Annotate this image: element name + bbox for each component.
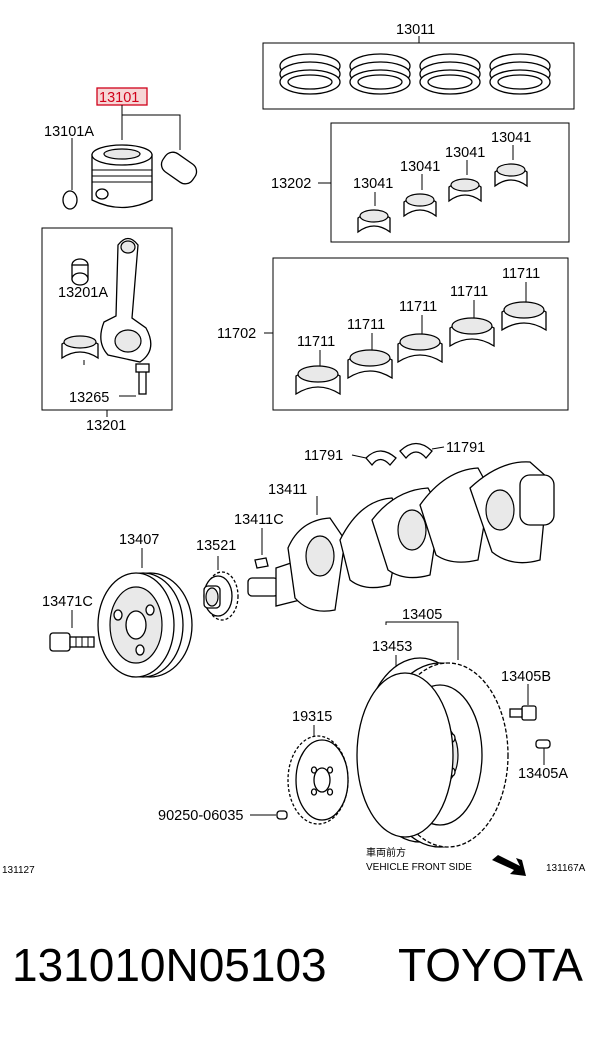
main-bearing-set [264,257,569,411]
ring-group-3 [419,53,481,95]
caption-bar: 131010N05103 TOYOTA [0,938,600,1018]
flywheel-assembly [356,621,509,848]
label-11711-a: 11711 [297,334,335,350]
label-11791-b: 11791 [446,440,485,456]
main-bearing-4 [449,317,495,348]
label-11711-c: 11711 [399,299,437,315]
vehicle-front-label-en: VEHICLE FRONT SIDE [366,862,472,873]
label-13265: 13265 [69,390,109,406]
label-11791-a: 11791 [304,448,343,464]
bearing-shell-1 [357,209,391,234]
dowel-pin [535,739,551,765]
ref-code-left: 131127 [2,865,35,876]
ring-group-4 [489,53,551,95]
flywheel-bolt [509,684,537,721]
crankshaft [247,461,555,612]
label-13521: 13521 [196,538,236,554]
bearing-shell-4 [494,163,528,188]
label-13405: 13405 [402,607,442,623]
label-11711-d: 11711 [450,284,488,300]
label-13101A: 13101A [44,124,94,140]
piston-assembly [62,87,198,210]
main-bearing-1 [295,365,341,396]
ring-group-1 [279,53,341,95]
label-13405B: 13405B [501,669,551,685]
crankshaft-pulley [97,548,193,678]
signal-rotor [287,725,349,825]
label-13201: 13201 [86,418,126,434]
ref-code-right: 131167A [546,863,586,874]
label-13453: 13453 [372,639,412,655]
label-13411: 13411 [268,482,307,498]
label-11711-e: 11711 [502,266,540,282]
conrod-bearing-set [318,122,570,243]
part-number-caption: 131010N05103 [12,939,327,991]
label-13041-a: 13041 [353,176,393,192]
label-13041-b: 13041 [400,159,440,175]
straight-pin [250,810,288,820]
label-13405A: 13405A [518,766,568,782]
main-bearing-2 [347,349,393,380]
label-11702: 11702 [217,326,256,342]
label-90250-06035: 90250-06035 [158,808,243,824]
thrust-washers [351,442,445,467]
piston-ring-set [262,36,575,110]
connecting-rod-assembly [41,227,173,417]
label-13471C: 13471C [42,594,93,610]
vehicle-front-arrow-icon [492,855,526,876]
ring-group-2 [349,53,411,95]
label-13041-c: 13041 [445,145,485,161]
vehicle-front-label-jp: 車両前方 [366,846,406,859]
bearing-shell-2 [403,193,437,218]
main-bearing-3 [397,333,443,364]
label-19315: 19315 [292,709,332,725]
label-13407: 13407 [119,532,159,548]
bearing-shell-3 [448,178,482,203]
pulley-bolt [49,610,95,652]
label-13101: 13101 [99,90,139,106]
label-13011: 13011 [396,22,435,38]
label-13411C: 13411C [234,512,284,528]
brand-caption: TOYOTA [398,939,583,991]
label-11711-b: 11711 [347,317,385,333]
main-bearing-5 [501,301,547,332]
label-13041-d: 13041 [491,130,531,146]
parts-diagram: 13011 13101 13101A 13202 13041 13041 130… [2,22,586,876]
label-13201A: 13201A [58,285,108,301]
label-13202: 13202 [271,176,311,192]
timing-sprocket [203,556,239,621]
